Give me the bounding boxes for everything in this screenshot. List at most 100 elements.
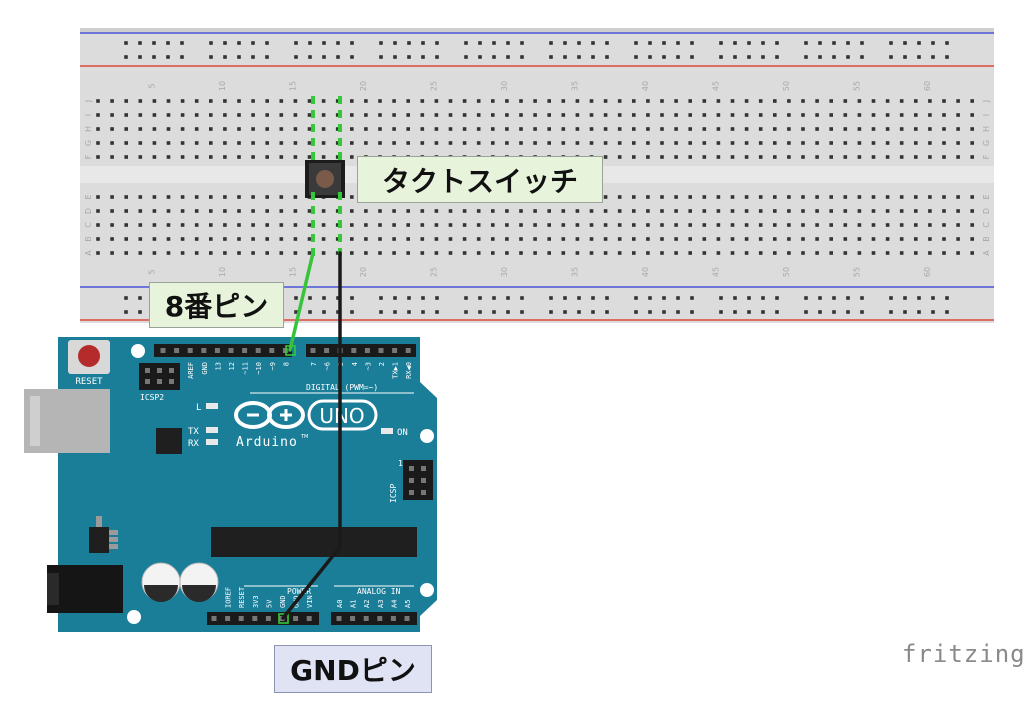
breadboard-hole — [773, 141, 777, 145]
header-pin — [211, 616, 217, 621]
breadboard-hole — [928, 141, 932, 145]
icsp-header — [403, 460, 433, 500]
breadboard-hole — [505, 99, 509, 103]
rail-hole — [761, 41, 765, 45]
rail-hole — [832, 55, 836, 59]
wire-black-gnd — [281, 251, 342, 620]
breadboard-hole — [209, 141, 213, 145]
breadboard-hole — [462, 237, 467, 241]
breadboard-hole — [688, 209, 692, 213]
breadboard-hole — [787, 113, 791, 117]
breadboard-hole — [688, 237, 692, 241]
breadboard-hole — [533, 99, 537, 103]
breadboard-hole — [617, 141, 622, 145]
led-rx — [206, 439, 218, 445]
breadboard-hole — [589, 141, 594, 145]
breadboard-hole — [434, 113, 439, 117]
breadboard-hole — [730, 237, 735, 241]
led-rx-label: RX — [188, 439, 199, 449]
breadboard-hole — [335, 99, 340, 103]
breadboard-hole — [885, 237, 890, 241]
digital-pin-label: GND — [201, 362, 209, 375]
breadboard-hole — [152, 223, 157, 227]
breadboard-hole — [96, 141, 100, 145]
rail-hole — [690, 41, 694, 45]
header-pin — [378, 348, 384, 353]
power-jack — [47, 565, 123, 613]
breadboard-hole — [617, 223, 622, 227]
led-tx — [206, 427, 218, 433]
breadboard-hole — [335, 251, 340, 255]
column-number: 5 — [147, 83, 156, 88]
breadboard-hole — [660, 209, 664, 213]
rail-hole — [945, 41, 949, 45]
breadboard-hole — [547, 141, 551, 145]
digital-pin-label: 2 — [378, 362, 386, 366]
breadboard-hole — [942, 223, 946, 227]
breadboard-hole — [307, 141, 312, 145]
breadboard-hole — [674, 195, 678, 199]
breadboard-hole — [716, 127, 721, 131]
breadboard-hole — [462, 209, 467, 213]
rail-hole — [393, 296, 397, 300]
rail-hole — [761, 310, 765, 314]
breadboard-hole — [434, 99, 439, 103]
analog-pin-label: A3 — [377, 600, 385, 608]
rail-hole — [393, 41, 397, 45]
breadboard-hole — [716, 99, 721, 103]
breadboard-hole — [547, 99, 551, 103]
led-tx-label: TX — [188, 427, 199, 437]
breadboard-hole — [519, 237, 523, 241]
breadboard-hole — [223, 99, 227, 103]
breadboard-hole — [180, 251, 185, 255]
breadboard-hole — [307, 155, 312, 159]
breadboard-hole — [124, 141, 128, 145]
breadboard-hole — [420, 141, 425, 145]
breadboard-hole — [603, 127, 608, 131]
breadboard-hole — [350, 237, 354, 241]
connected-hole-highlight — [311, 110, 315, 118]
breadboard-hole — [392, 209, 396, 213]
breadboard-hole — [321, 113, 326, 117]
rail-hole — [889, 41, 893, 45]
breadboard-hole — [110, 99, 114, 103]
rail-hole — [421, 55, 425, 59]
breadboard-hole — [166, 127, 171, 131]
rail-hole — [931, 310, 935, 314]
rail-hole — [152, 41, 156, 45]
rail-hole — [152, 55, 156, 59]
breadboard-hole — [237, 209, 241, 213]
rail-hole — [860, 55, 864, 59]
breadboard-hole — [843, 223, 848, 227]
breadboard-hole — [603, 141, 608, 145]
breadboard-hole — [448, 209, 453, 213]
breadboard-hole — [364, 113, 368, 117]
breadboard-hole — [716, 251, 721, 255]
mounting-hole — [420, 429, 434, 443]
header-pin — [225, 616, 231, 621]
header-pin — [377, 616, 383, 621]
breadboard-hole — [491, 113, 495, 117]
header-pin — [174, 348, 180, 353]
breadboard-hole — [420, 251, 425, 255]
breadboard-hole — [815, 155, 819, 159]
breadboard-hole — [420, 237, 425, 241]
breadboard-hole — [632, 99, 636, 103]
breadboard-hole — [476, 237, 481, 241]
rail-hole — [804, 296, 808, 300]
breadboard-hole — [674, 141, 678, 145]
breadboard-hole — [899, 209, 904, 213]
breadboard-hole — [448, 127, 453, 131]
breadboard-hole — [702, 155, 707, 159]
tactile-switch — [305, 160, 345, 198]
breadboard-hole — [829, 195, 833, 199]
breadboard-hole — [632, 127, 636, 131]
digital-pin-label: ~9 — [269, 362, 277, 370]
breadboard-hole — [674, 155, 678, 159]
breadboard-hole — [237, 155, 241, 159]
breadboard-hole — [956, 195, 960, 199]
rail-hole — [761, 55, 765, 59]
connected-hole-highlight — [311, 206, 315, 214]
rail-hole — [393, 55, 397, 59]
header-pin — [351, 348, 357, 353]
